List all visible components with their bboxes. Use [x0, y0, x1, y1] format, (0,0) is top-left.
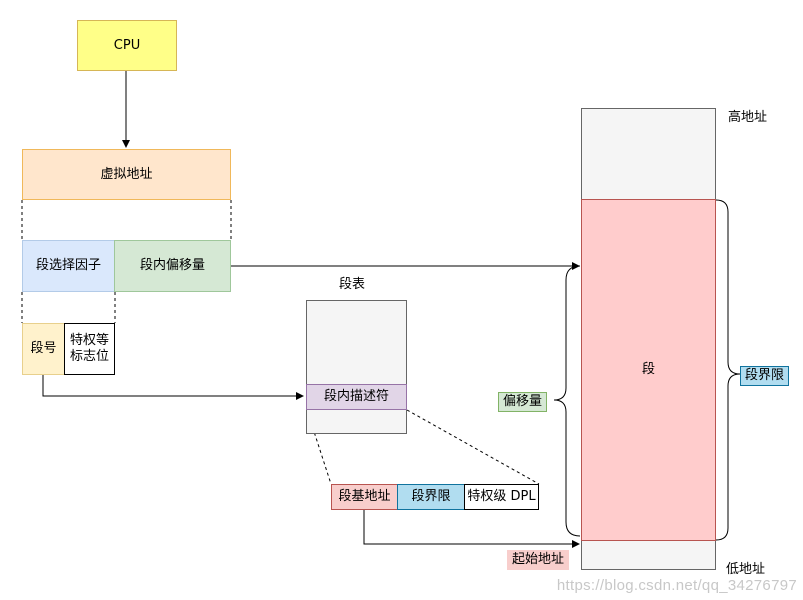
dash-desc-right	[406, 409, 540, 485]
segment-box: 段	[581, 199, 716, 541]
segment-descriptor-label: 段内描述符	[323, 389, 389, 404]
offset-brace	[553, 265, 581, 537]
base-address-box: 段基地址	[331, 484, 398, 510]
segment-label: 段	[641, 362, 655, 377]
segment-selector-label: 段选择因子	[35, 258, 101, 273]
segment-number-box: 段号	[22, 323, 65, 375]
virtual-address-box: 虚拟地址	[22, 149, 231, 200]
segment-offset-label: 段内偏移量	[139, 258, 205, 273]
base-arrow	[363, 510, 580, 548]
limit-label: 段界限	[411, 489, 451, 504]
offset-tag: 偏移量	[498, 392, 548, 412]
segment-offset-box: 段内偏移量	[114, 240, 231, 292]
cpu-box: CPU	[77, 20, 177, 71]
start-address-tag: 起始地址	[507, 550, 570, 570]
dpl-box: 特权级 DPL	[464, 484, 539, 510]
virtual-address-label: 虚拟地址	[100, 166, 153, 182]
low-address-label: 低地址	[726, 562, 766, 577]
segment-table-title: 段表	[339, 277, 366, 292]
limit-brace	[715, 199, 741, 541]
segment-number-label: 段号	[30, 341, 57, 356]
limit-tag: 段界限	[740, 366, 790, 386]
segment-descriptor-box: 段内描述符	[306, 384, 407, 410]
high-address-label: 高地址	[728, 110, 768, 125]
watermark: https://blog.csdn.net/qq_34276797	[556, 577, 797, 594]
number-arrow	[42, 375, 304, 400]
segment-selector-box: 段选择因子	[22, 240, 115, 292]
dpl-label: 特权级 DPL	[467, 489, 536, 504]
segment-table	[306, 300, 407, 434]
limit-box: 段界限	[397, 484, 465, 510]
base-address-label: 段基地址	[338, 489, 391, 504]
cpu-label: CPU	[113, 37, 141, 53]
privilege-flags-label: 特权等 标志位	[69, 333, 109, 364]
privilege-flags-box: 特权等 标志位	[64, 323, 115, 375]
